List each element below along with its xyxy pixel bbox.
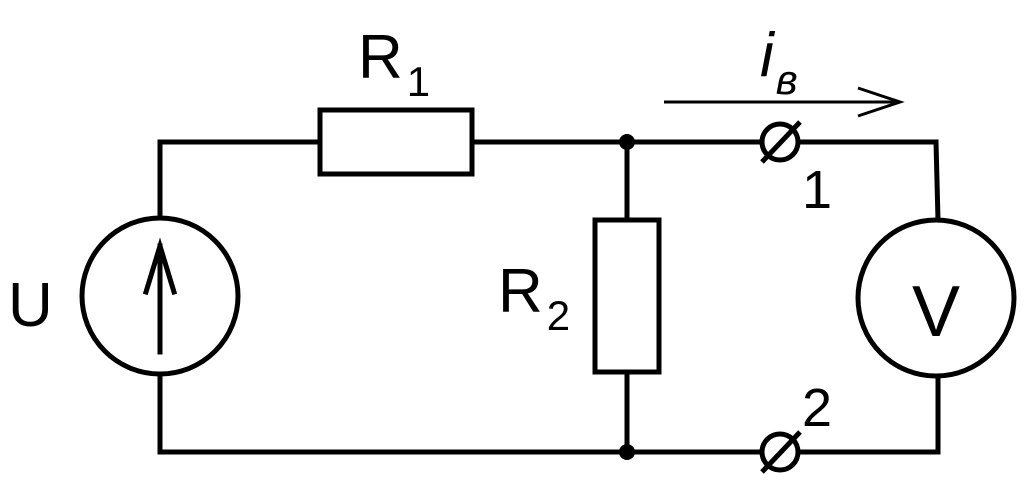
source-arrow-head (142, 237, 178, 296)
terminal-1-label: 1 (802, 160, 832, 220)
resistor-r2 (592, 217, 662, 375)
terminal-1 (759, 120, 802, 164)
source-label: U (8, 271, 53, 340)
junction-dot-bottom (619, 444, 635, 460)
current-arrow-head (857, 86, 905, 118)
junction-dot-top (619, 134, 635, 150)
terminal-2-label: 2 (802, 378, 832, 438)
voltmeter-label: V (912, 272, 960, 352)
terminal-1-slash (760, 120, 802, 164)
r2-label: R2 (498, 257, 570, 339)
r1-label: R1 (358, 23, 430, 105)
current-label: iв (760, 21, 798, 103)
wire-right-top (933, 139, 941, 223)
resistor-r1 (317, 107, 475, 177)
voltmeter (855, 217, 1017, 379)
terminal-2-slash (760, 430, 802, 474)
wires (157, 139, 941, 455)
terminal-2 (759, 430, 802, 474)
